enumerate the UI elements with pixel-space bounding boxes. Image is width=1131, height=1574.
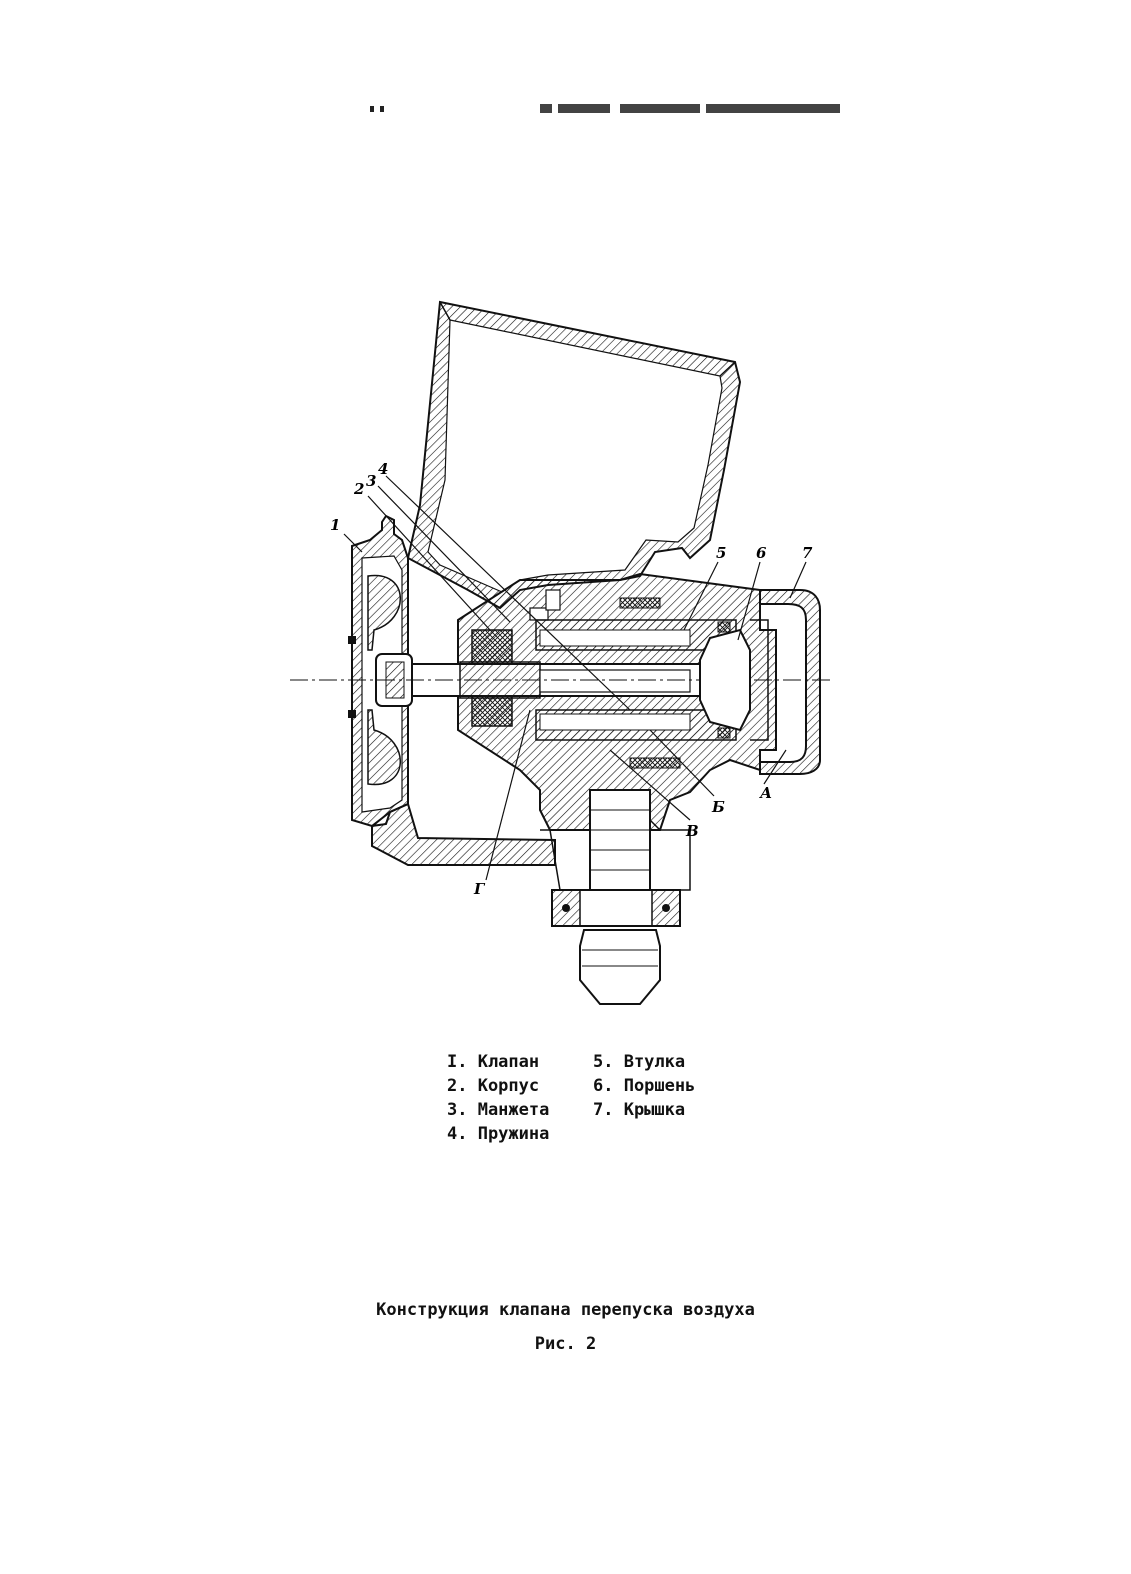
- callout-B: Б: [711, 798, 725, 816]
- bottom-fitting: [540, 789, 691, 1005]
- callout-6: 6: [756, 544, 767, 562]
- legend-item: 6. Поршень: [593, 1076, 696, 1096]
- callout-1: 1: [330, 516, 340, 534]
- callout-7: 7: [802, 544, 813, 562]
- header-scan-artifact: [370, 104, 840, 113]
- callout-2: 2: [353, 480, 364, 498]
- callout-5: 5: [716, 544, 726, 562]
- callout-leaders: [343, 475, 807, 881]
- legend-item: 5. Втулка: [593, 1052, 686, 1072]
- callout-G: Г: [473, 880, 486, 898]
- air-duct: [406, 300, 742, 610]
- legend-column-left: I. Клапан 2. Корпус 3. Манжета 4. Пружин…: [447, 1050, 549, 1146]
- callout-A: А: [759, 784, 772, 802]
- figure-caption: Конструкция клапана перепуска воздуха: [376, 1300, 755, 1320]
- callout-3: 3: [366, 472, 376, 490]
- figure-number: Рис. 2: [534, 1334, 597, 1354]
- piston: [699, 619, 769, 741]
- legend-item: I. Клапан: [447, 1052, 540, 1072]
- valve-stem: [290, 661, 830, 699]
- valve-flange: [348, 514, 413, 828]
- legend-column-right: 5. Втулка 6. Поршень 7. Крышка: [593, 1050, 695, 1122]
- valve-cross-section-drawing: 1 2 3 4 5 6 7 А Б В Г: [290, 300, 830, 1005]
- legend-item: 3. Манжета: [447, 1100, 550, 1120]
- legend-item: 4. Пружина: [447, 1124, 550, 1144]
- callout-V: В: [685, 822, 699, 840]
- legend-item: 2. Корпус: [447, 1076, 540, 1096]
- callout-4: 4: [378, 460, 388, 478]
- legend-item: 7. Крышка: [593, 1100, 686, 1120]
- cover: [759, 589, 821, 775]
- lower-duct-wall: [371, 802, 556, 866]
